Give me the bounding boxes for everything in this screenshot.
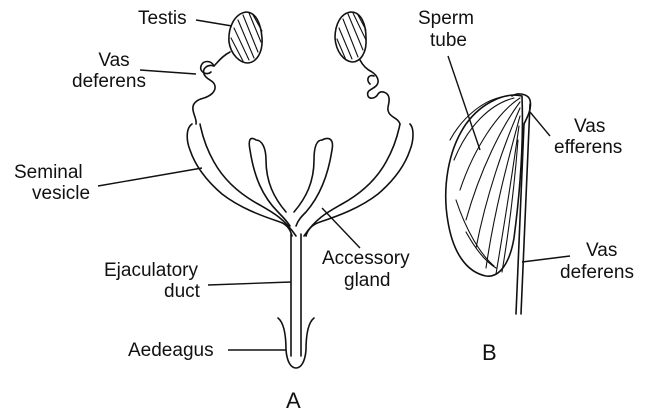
label-ejaculatory-duct-line1: Ejaculatory (104, 260, 198, 282)
label-seminal-vesicle-line2: vesicle (32, 183, 90, 205)
label-vas-efferens-line1: Vas (574, 116, 605, 138)
label-panel-b-vas-deferens-line2: deferens (560, 262, 634, 284)
label-accessory-gland-line2: gland (344, 270, 391, 292)
label-aedeagus: Aedeagus (128, 340, 214, 362)
right-testis (335, 12, 366, 62)
label-sperm-tube-line2: tube (430, 30, 467, 52)
label-accessory-gland-line1: Accessory (322, 248, 410, 270)
ejaculatory-duct (291, 234, 301, 356)
aedeagus (278, 318, 314, 368)
label-panel-b-vas-deferens-line1: Vas (586, 240, 617, 262)
label-seminal-vesicle-line1: Seminal (14, 162, 83, 184)
label-ejaculatory-duct-line2: duct (164, 281, 200, 303)
panel-b-letter: B (482, 340, 497, 366)
label-vas-deferens-line1: Vas (86, 50, 142, 72)
left-testis (229, 12, 262, 63)
label-sperm-tube-line1: Sperm (418, 8, 474, 30)
panel-a-letter: A (286, 388, 301, 414)
label-vas-deferens-line2: deferens (72, 71, 146, 93)
enlarged-testis (446, 95, 523, 276)
right-seminal-vesicle (306, 124, 413, 236)
left-seminal-vesicle (187, 124, 292, 236)
label-testis: Testis (138, 8, 187, 30)
right-vas-deferens (360, 60, 400, 124)
label-vas-efferens-line2: efferens (554, 137, 622, 159)
